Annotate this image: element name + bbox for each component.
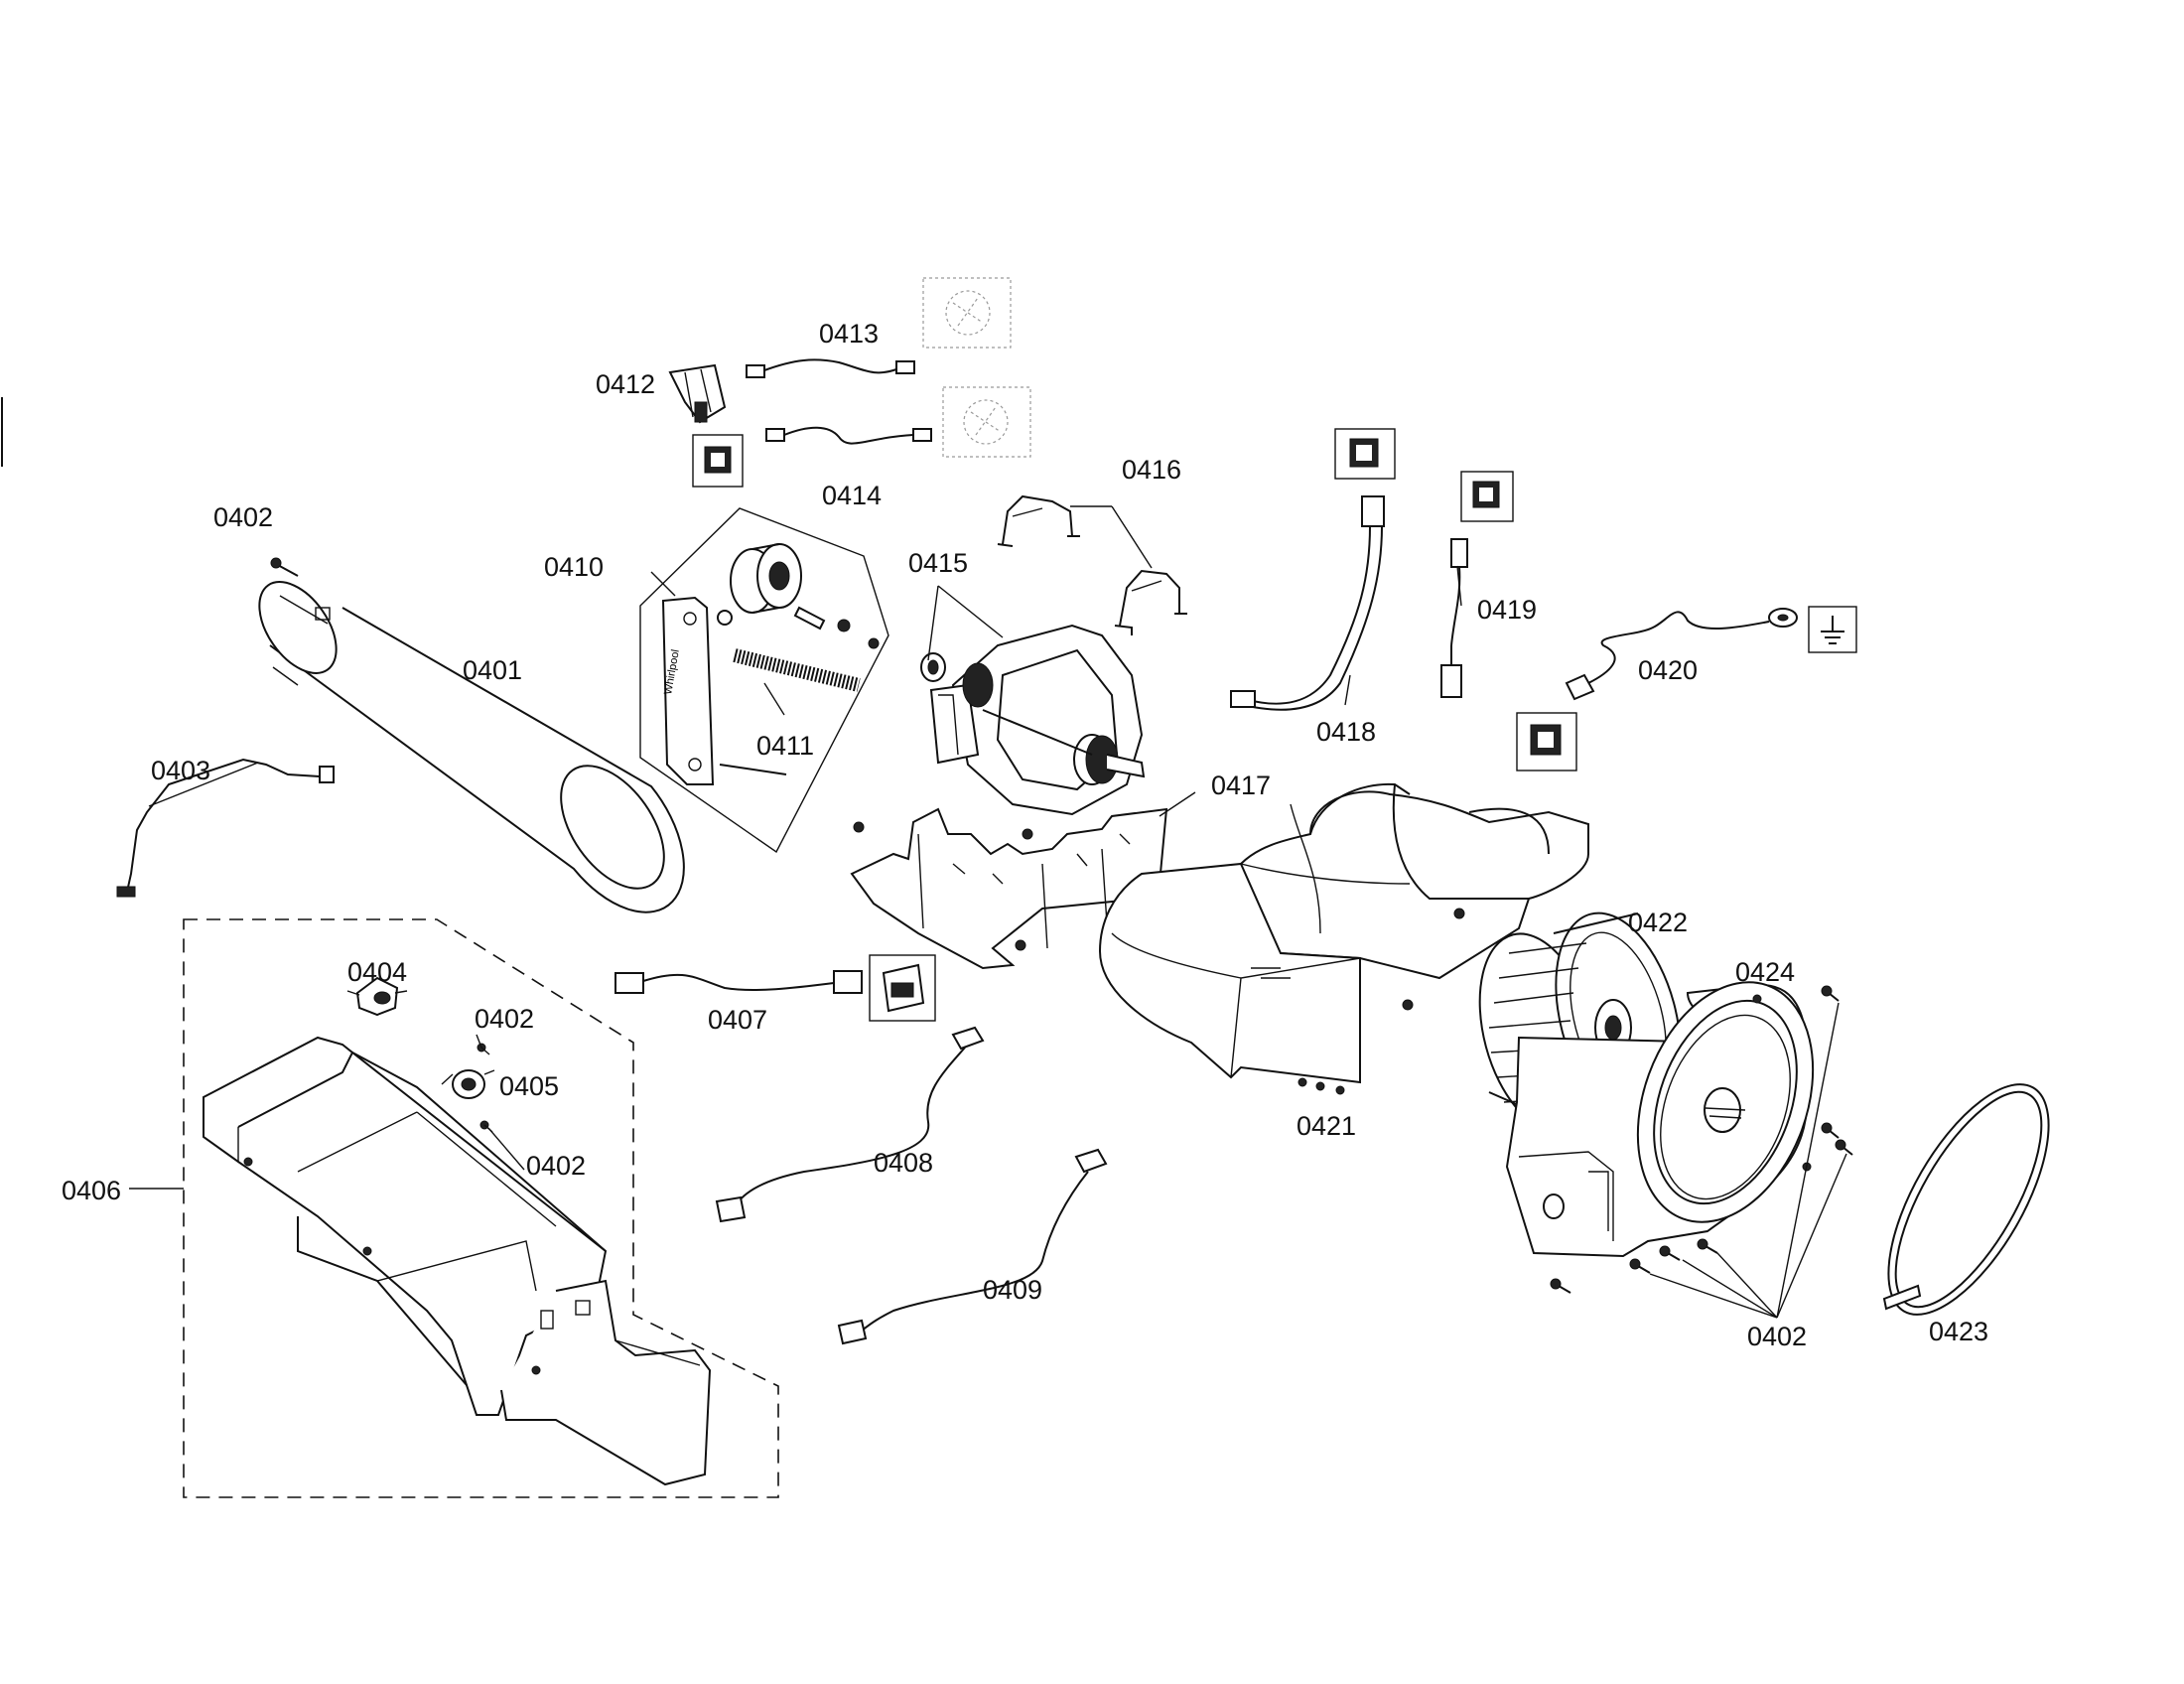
ground-wire (1565, 608, 1798, 701)
label-0412: 0412 (596, 369, 655, 399)
wire-harness-0408 (715, 1026, 985, 1223)
connector-icon (692, 434, 744, 488)
wire-harness-0407 (614, 970, 863, 994)
label-0406: 0406 (62, 1176, 121, 1205)
part-labels: 0401 0402 0402 0402 0402 0403 0404 0405 … (62, 319, 1988, 1351)
label-0423: 0423 (1929, 1317, 1988, 1346)
label-0401: 0401 (463, 655, 522, 685)
label-0402-heater: 0402 (475, 1004, 534, 1034)
door-switch (668, 363, 727, 424)
label-0402-lower: 0402 (526, 1151, 586, 1181)
leader-lines (129, 505, 1847, 1319)
label-0413: 0413 (819, 319, 879, 349)
motor-mount-bracket (850, 807, 1168, 970)
blower-housing (1098, 782, 1589, 1095)
wire-harness-0419 (1440, 538, 1468, 698)
label-0415: 0415 (908, 548, 968, 578)
label-0422: 0422 (1628, 908, 1688, 937)
heater-housing (203, 1036, 712, 1486)
screw-icon (1550, 985, 1853, 1294)
wire-harness-0418 (1230, 495, 1385, 711)
motor-clamp (1114, 569, 1187, 635)
blower-seal (1882, 1083, 2050, 1316)
label-0404: 0404 (347, 957, 407, 987)
motor-reference-box (922, 277, 1012, 349)
label-0419: 0419 (1477, 595, 1537, 625)
drive-motor (920, 624, 1146, 816)
label-0402-right: 0402 (1747, 1322, 1807, 1351)
wire-harness-0413 (746, 358, 915, 378)
connector-icon (1334, 428, 1396, 480)
thermistor-wire (116, 758, 335, 898)
label-0409: 0409 (983, 1275, 1042, 1305)
high-limit-thermostat (346, 976, 408, 1017)
label-0405: 0405 (499, 1071, 559, 1101)
label-0420: 0420 (1638, 655, 1698, 685)
label-0408: 0408 (874, 1148, 933, 1178)
screw-icon (270, 557, 299, 577)
idler-assembly: Whirlpool (639, 507, 889, 854)
label-0416: 0416 (1122, 455, 1181, 485)
label-0403: 0403 (151, 756, 210, 785)
label-0414: 0414 (822, 481, 882, 510)
thermal-fuse (441, 1069, 495, 1099)
label-0410: 0410 (544, 552, 604, 582)
label-0424: 0424 (1735, 957, 1795, 987)
motor-reference-box (942, 386, 1031, 458)
duct-tube (258, 581, 685, 913)
connector-icon (1460, 471, 1514, 522)
label-0402-top: 0402 (213, 502, 273, 532)
label-0418: 0418 (1316, 717, 1376, 747)
wire-harness-0409 (837, 1148, 1108, 1345)
connector-icon (869, 954, 936, 1022)
wire-harness-0414 (765, 426, 932, 445)
blower-cover (1505, 981, 1815, 1258)
label-0411: 0411 (756, 731, 814, 761)
motor-clamp (997, 494, 1080, 547)
label-0417: 0417 (1211, 771, 1271, 800)
ground-symbol-icon (1808, 606, 1857, 653)
label-0421: 0421 (1297, 1111, 1356, 1141)
label-0407: 0407 (708, 1005, 767, 1035)
connector-icon (1516, 712, 1577, 772)
